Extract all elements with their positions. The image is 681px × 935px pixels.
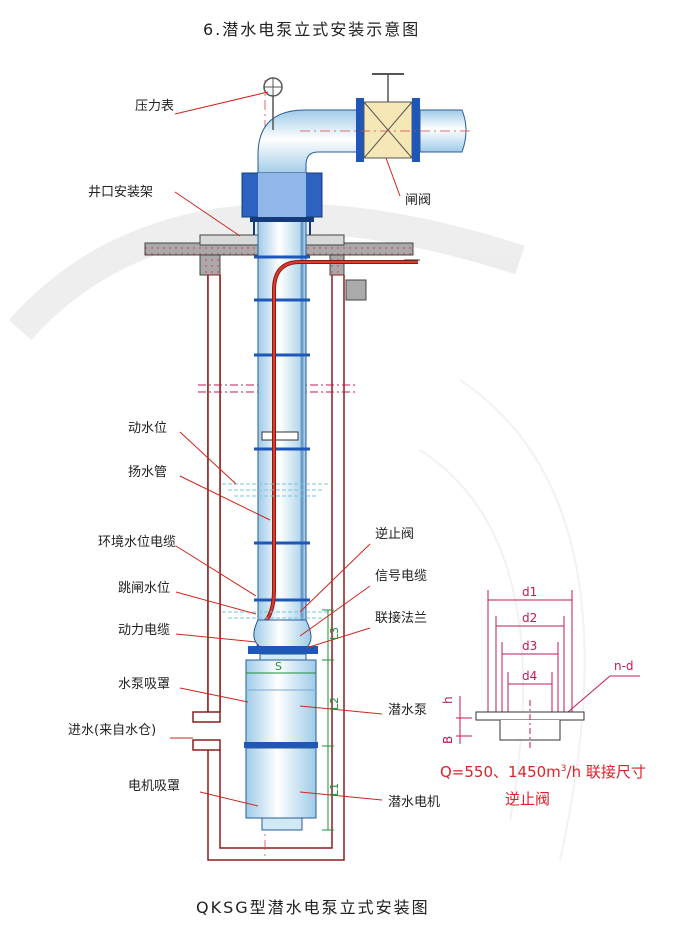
label-water-inlet: 进水(来自水仓) [68, 723, 156, 738]
label-submersible-motor: 潜水电机 [388, 795, 440, 810]
motor-suction-hood [245, 747, 317, 819]
label-submersible-pump: 潜水泵 [388, 703, 427, 718]
leader-lines [170, 91, 401, 807]
flange-inset-drawing [456, 590, 640, 748]
label-pump-suction-hood: 水泵吸罩 [118, 677, 170, 692]
inlet-pipe-bottom [192, 739, 221, 751]
background-decoration [8, 203, 586, 861]
label-env-level-cable: 环境水位电缆 [98, 534, 176, 550]
dim-l2: L2 [328, 697, 341, 710]
label-power-cable: 动力电缆 [118, 622, 170, 638]
dim-d3: d3 [522, 639, 537, 653]
label-check-valve: 逆止阀 [375, 526, 414, 542]
dim-b: B [441, 736, 455, 744]
figure-caption: QKSG型潜水电泵立式安装图 [196, 898, 430, 917]
inset-name: 逆止阀 [505, 790, 551, 808]
submersible-pump-motor [244, 659, 318, 831]
pump-dimensions [246, 609, 334, 831]
inset-spec: Q=550、1450m3/h 联接尺寸 [440, 763, 646, 781]
page-title: 6.潜水电泵立式安装示意图 [203, 20, 421, 39]
dim-s: S [275, 660, 282, 673]
label-wellhead-frame: 井口安装架 [88, 185, 153, 200]
dim-nd: n-d [614, 659, 634, 673]
label-riser-pipe: 扬水管 [128, 465, 167, 480]
pressure-gauge [263, 77, 283, 130]
dim-l3: L3 [328, 627, 341, 640]
label-motor-suction-hood: 电机吸罩 [128, 779, 180, 794]
label-pressure-gauge: 压力表 [135, 99, 174, 114]
dim-h: h [441, 696, 455, 704]
discharge-elbow [241, 73, 470, 235]
label-dynamic-water-level: 动水位 [128, 421, 167, 436]
dim-l1: L1 [328, 783, 341, 796]
water-levels [222, 483, 330, 619]
riser-pipe [254, 219, 310, 641]
cable-box [345, 279, 367, 301]
dim-d1: d1 [522, 585, 537, 599]
label-gate-valve: 闸阀 [405, 193, 431, 208]
inlet-pipe-top [192, 711, 221, 723]
label-trip-water-level: 跳闸水位 [118, 581, 170, 596]
dim-d4: d4 [522, 669, 537, 683]
label-coupling-flange: 联接法兰 [375, 610, 427, 626]
check-valve-assembly [248, 619, 318, 661]
well-walls [207, 275, 345, 861]
label-signal-cable: 信号电缆 [375, 568, 427, 584]
dim-d2: d2 [522, 611, 537, 625]
